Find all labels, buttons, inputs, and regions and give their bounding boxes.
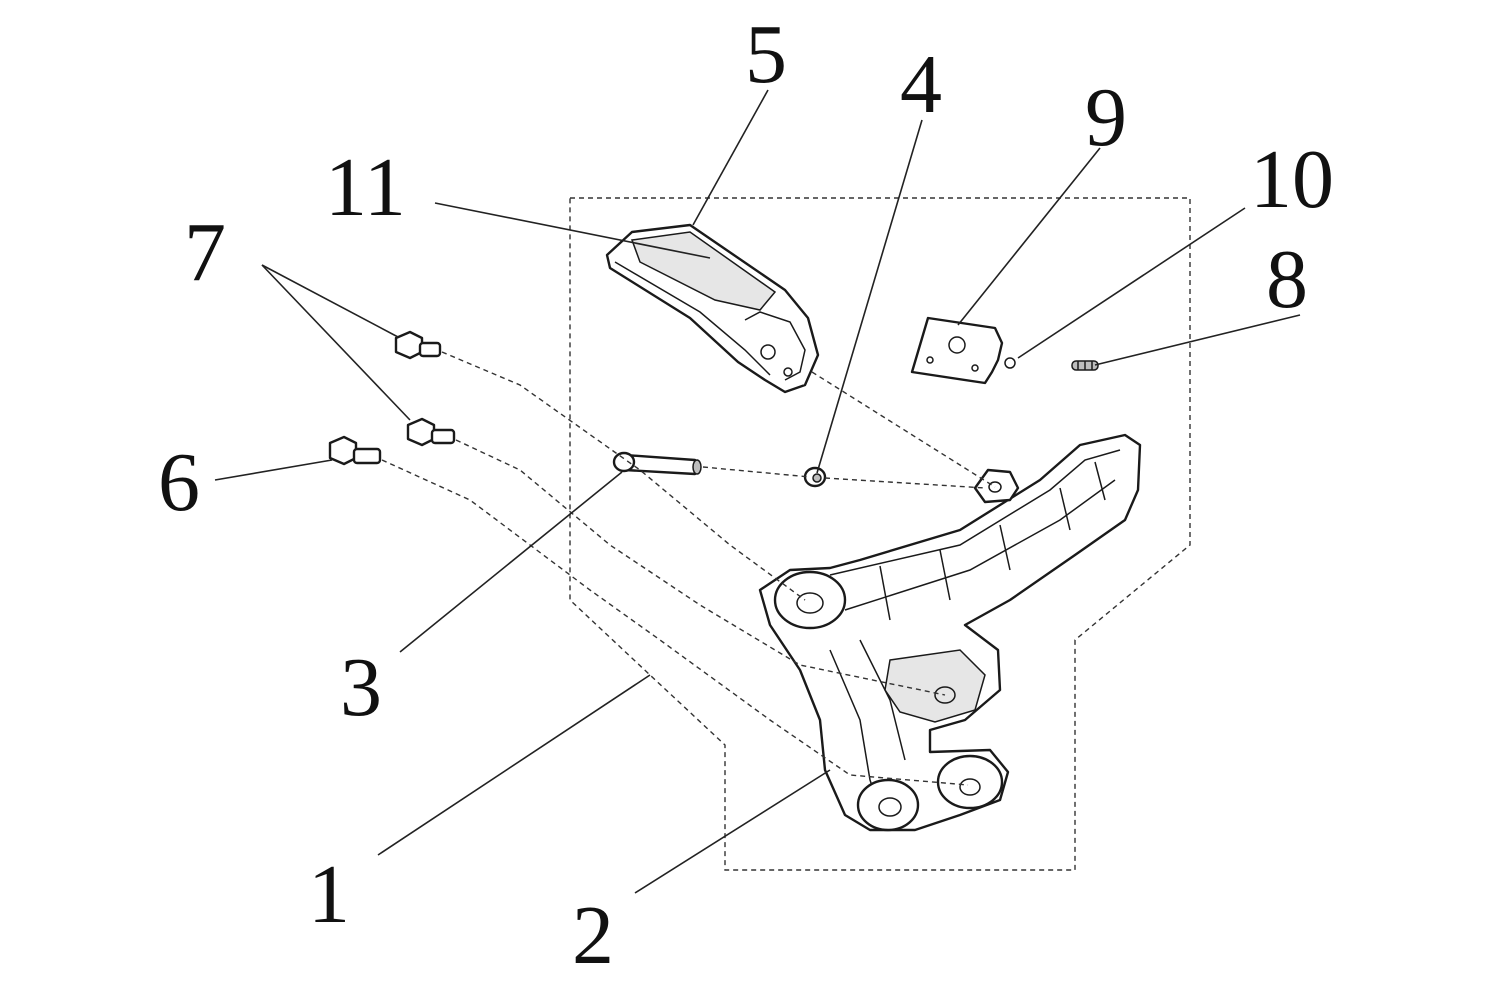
part-5-cover bbox=[605, 223, 820, 394]
callout-6: 6 bbox=[158, 436, 200, 529]
callout-5: 5 bbox=[745, 8, 787, 101]
part-7-bolt-lower bbox=[406, 417, 456, 447]
part-3-pin bbox=[612, 451, 702, 476]
callout-labels: 1 2 3 4 5 6 7 8 9 10 11 bbox=[158, 8, 1334, 982]
callout-3: 3 bbox=[340, 641, 382, 734]
part-1-bracket bbox=[758, 433, 1142, 832]
callout-7: 7 bbox=[184, 206, 226, 299]
part-7-bolt-upper bbox=[394, 330, 442, 360]
leader-lines bbox=[214, 89, 1301, 894]
assembly-guide-lines bbox=[381, 351, 996, 786]
callout-8: 8 bbox=[1266, 233, 1308, 326]
part-4-ring bbox=[803, 466, 827, 488]
callout-2: 2 bbox=[572, 889, 614, 982]
callout-1: 1 bbox=[308, 848, 350, 941]
part-8-spring bbox=[1071, 360, 1099, 371]
part-6-bolt bbox=[328, 435, 382, 466]
callout-10: 10 bbox=[1250, 133, 1334, 226]
callout-11: 11 bbox=[325, 141, 406, 234]
callout-4: 4 bbox=[900, 38, 942, 131]
assembly-boundary bbox=[569, 197, 1191, 871]
callout-9: 9 bbox=[1085, 71, 1127, 164]
part-10-ball bbox=[1004, 357, 1016, 369]
part-9-plate bbox=[910, 316, 1004, 385]
